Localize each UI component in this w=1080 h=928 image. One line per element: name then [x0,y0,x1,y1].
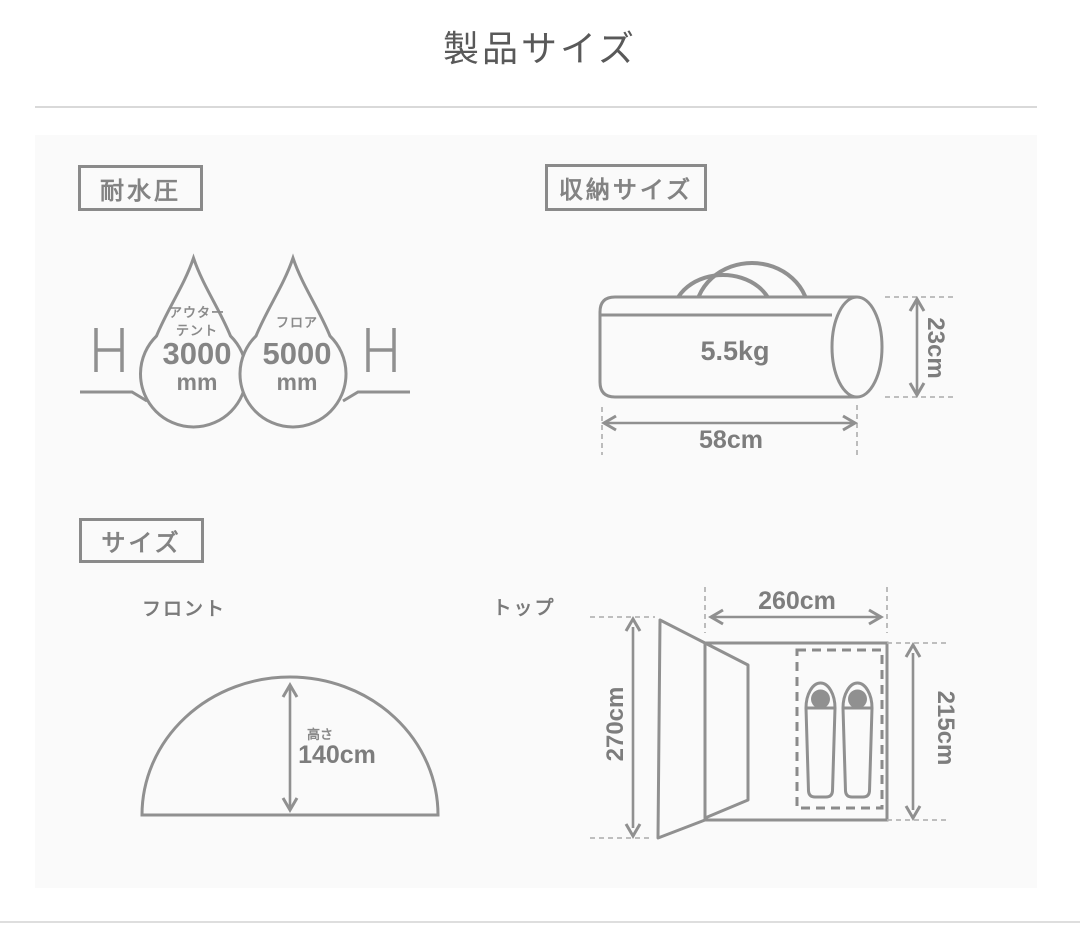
height-caption: 高さ [306,727,333,742]
water-resistance-label: 耐水圧 [100,177,181,205]
title-divider [35,106,1037,108]
tent-inner-door-icon [704,641,750,820]
depth-dimension-arrow [624,616,642,839]
dome-outline-icon [140,675,440,817]
bag-end-cap-icon [830,295,884,399]
drop2-name-line1: フロア [275,315,318,330]
length-guide-lines [601,405,858,455]
bag-height-value: 23cm [922,317,949,379]
ground-line-right [342,390,410,403]
height-dimension-arrow [908,296,926,398]
width-dimension-arrow [708,608,884,626]
sleeping-bag-left-icon [804,681,837,799]
page-title: 製品サイズ [443,28,637,69]
drop1-name-line2: テント [175,323,218,338]
height-guide-lines [885,296,953,398]
length-dimension-arrow [601,414,858,432]
tent-top-view-diagram [590,587,948,840]
product-size-panel: 耐水圧 収納サイズ サイズ アウター テント 3000 mm フロア 5000 … [35,135,1037,888]
front-dome-diagram [140,675,440,817]
top-depth-value: 270cm [602,686,629,762]
dome-height-arrow [281,682,299,813]
drop1-unit: mm [176,369,218,395]
tent-entrance-flap-icon [656,618,707,840]
top-width-value: 260cm [758,587,836,615]
ground-line-left [80,390,148,403]
bag-length-value: 58cm [699,426,763,454]
inner-sleeping-area-outline [795,648,884,810]
water-drops-diagram [80,253,410,429]
drop1-value: 3000 [162,336,232,371]
drop1-name-line1: アウター [168,305,225,320]
bag-weight-value: 5.5kg [700,336,770,366]
drop2-unit: mm [276,369,318,395]
drop2-value: 5000 [262,336,332,371]
h-mark-left-icon [94,328,124,372]
width-guide-lines [704,587,888,633]
storage-bag-diagram [598,261,953,455]
storage-size-label-box: 収納サイズ [545,164,707,211]
front-height-value: 140cm [298,741,376,769]
bag-handle-back-icon [693,261,811,316]
water-drop-outer-tent-icon [139,253,248,429]
bag-body-icon [598,295,857,399]
top-inner-depth-value: 215cm [932,690,959,766]
water-drop-floor-icon [238,253,348,429]
h-mark-right-icon [366,328,396,372]
size-label: サイズ [101,530,182,557]
depth-guide-lines [590,616,655,839]
water-resistance-label-box: 耐水圧 [78,165,203,211]
section-bottom-border [0,921,1080,923]
top-view-label: トップ [492,598,556,619]
sleeping-bag-right-icon [841,681,874,799]
inner-depth-guide-lines [887,642,948,821]
storage-size-label: 収納サイズ [558,177,694,204]
size-label-box: サイズ [79,518,204,563]
inner-depth-dimension-arrow [904,642,922,821]
front-view-label: フロント [141,599,226,620]
